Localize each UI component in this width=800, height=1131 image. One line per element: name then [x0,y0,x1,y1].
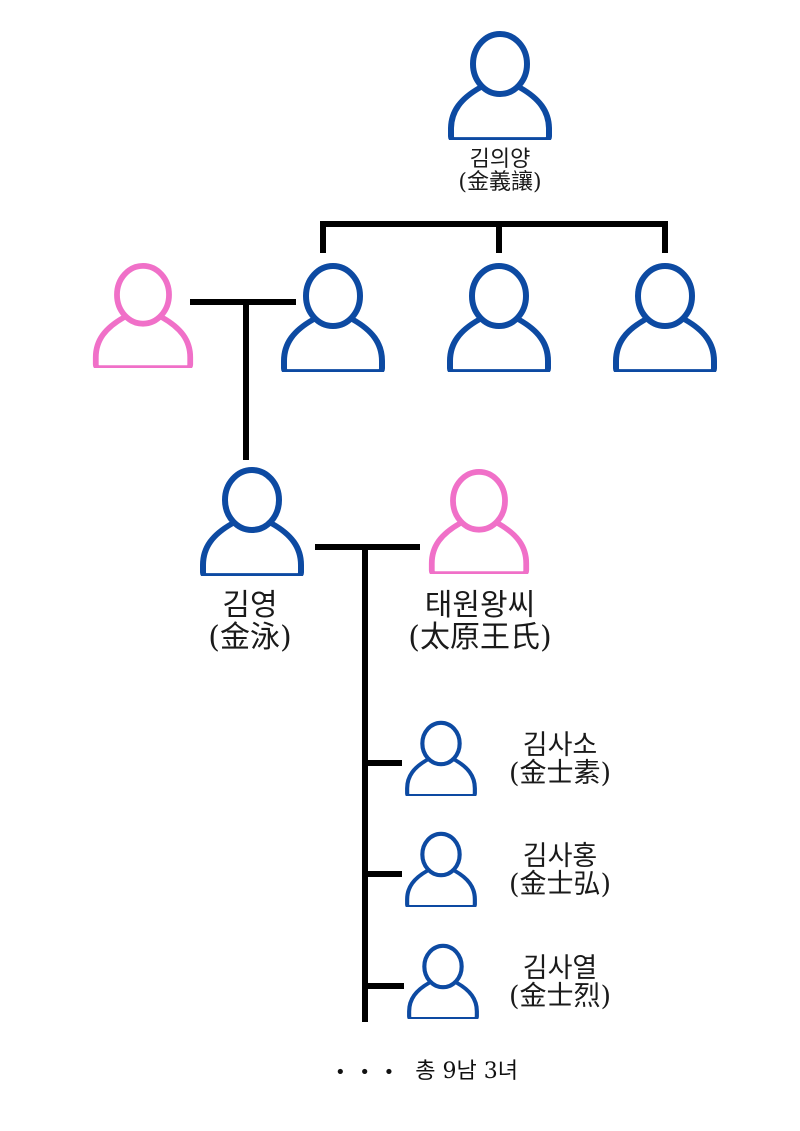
label-kim-sayeol: 김사열 (金士烈) [490,953,630,1013]
person-son-a [284,266,382,372]
person-kim-young [203,470,301,576]
person-name: 김사열 [522,953,598,984]
person-name: 김사홍 [522,841,598,872]
person-hanja: (金義讓) [458,170,542,196]
person-taewon-wang [432,472,526,574]
male-person-icon [616,266,714,372]
female-person-icon [432,472,526,574]
connector-lines [190,221,668,1022]
person-spouse-gen2 [96,266,190,368]
male-person-icon [284,266,382,372]
male-person-icon [407,723,475,796]
person-name: 김의양 [469,147,531,172]
ellipsis-dots: • • • [335,1062,399,1083]
summary-text: 총 9남 3녀 [415,1059,518,1084]
person-hanja: (金泳) [208,619,292,655]
male-person-icon [451,34,549,140]
male-person-icon [450,266,548,372]
children-summary: • • • 총 9남 3녀 [335,1053,518,1085]
person-kim-saso [407,723,475,796]
person-hanja: (金士弘) [508,869,612,901]
female-person-icon [96,266,190,368]
person-kim-uiyang [451,34,549,140]
person-name: 김사소 [522,730,598,761]
person-name: 김영 [222,588,278,623]
person-hanja: (太原王氏) [408,619,552,655]
male-person-icon [407,834,475,907]
person-kim-sayeol [409,946,477,1019]
person-hanja: (金士素) [508,758,612,790]
male-person-icon [409,946,477,1019]
person-kim-sahong [407,834,475,907]
label-kim-uiyang: 김의양 (金義讓) [400,148,600,194]
person-name: 태원왕씨 [424,588,536,623]
person-hanja: (金士烈) [508,981,612,1013]
label-kim-young: 김영 (金泳) [150,590,350,653]
label-taewon-wang: 태원왕씨 (太原王氏) [380,590,580,653]
person-son-b [450,266,548,372]
person-son-c [616,266,714,372]
label-kim-saso: 김사소 (金士素) [490,730,630,790]
label-kim-sahong: 김사홍 (金士弘) [490,841,630,901]
male-person-icon [203,470,301,576]
sibling-bracket [320,221,668,253]
